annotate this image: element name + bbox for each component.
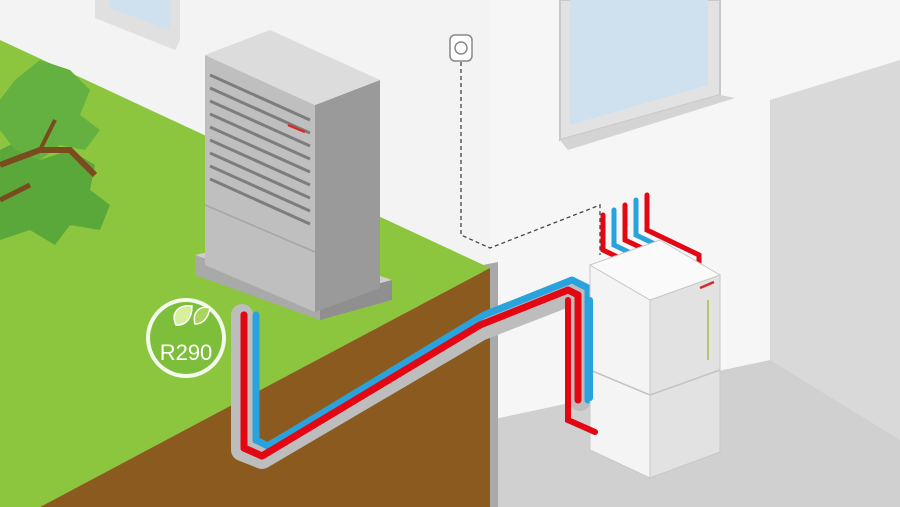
outdoor-heat-pump [204, 30, 380, 312]
refrigerant-label: R290 [160, 340, 213, 365]
indoor-heat-pump-unit [588, 239, 722, 479]
sensor-cable [460, 62, 601, 255]
exterior-window [95, 0, 180, 50]
outdoor-sensor [449, 34, 473, 62]
fan-grille [209, 73, 311, 226]
tree [0, 60, 110, 245]
brand-logo-outdoor [287, 123, 306, 134]
brand-logo-indoor [699, 280, 715, 290]
indoor-lower-pipes [565, 297, 598, 435]
outdoor-pipes [231, 276, 592, 469]
soil [40, 268, 490, 507]
refrigerant-badge: R290 [146, 298, 226, 378]
leaf-icon [173, 304, 211, 326]
interior-window [559, 0, 735, 150]
